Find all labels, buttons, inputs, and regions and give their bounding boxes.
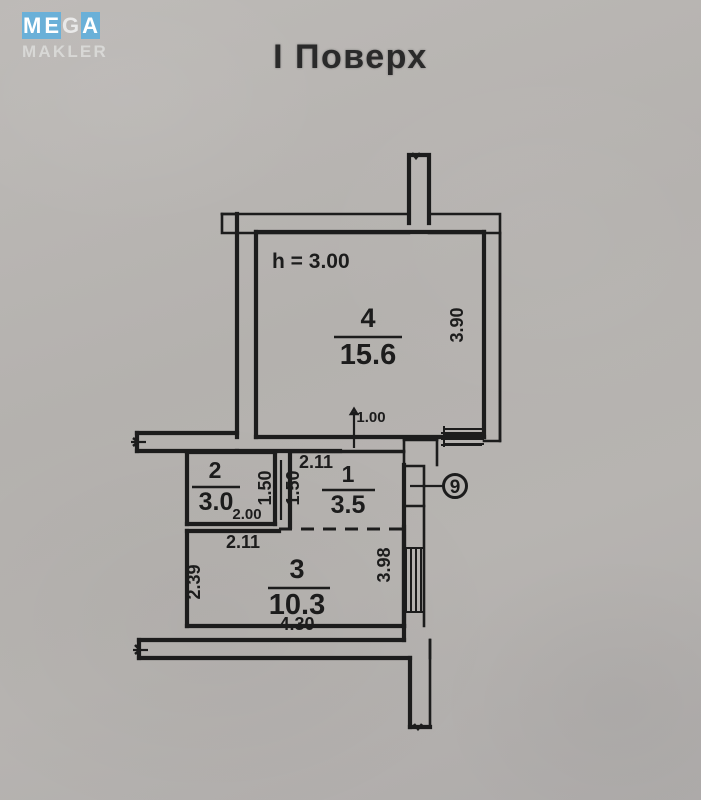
room-2-walls — [184, 449, 278, 527]
watermark-letter: M — [22, 12, 44, 39]
window-hatch-right-upper — [441, 432, 482, 446]
riser-marker-label: 9 — [450, 477, 461, 498]
dimension-room4-bottom: 1.00 — [356, 409, 385, 426]
dimension-room4-right: 3.90 — [447, 307, 467, 342]
room-4-number: 4 — [360, 303, 375, 333]
riser-marker-9: 9 — [410, 473, 468, 499]
room-2-area: 3.0 — [199, 488, 234, 516]
dimension-room3-left: 2.39 — [184, 564, 204, 599]
right-duct-boxes — [402, 464, 426, 529]
dimension-room2-bottom: 2.00 — [232, 506, 261, 523]
room-4-walls — [220, 211, 487, 440]
room-2-number: 2 — [209, 457, 222, 483]
ceiling-height-label: h = 3.00 — [272, 250, 350, 273]
window-hatch-balcony — [404, 547, 424, 613]
dimension-room1-top: 2.11 — [299, 452, 333, 472]
ventilation-shaft — [406, 152, 432, 226]
right-outer-offset-line — [428, 231, 502, 660]
dimension-corridor-right: 1.50 — [283, 470, 303, 505]
watermark-brand-bottom: MAKLER — [22, 42, 108, 61]
dimension-room3-top: 2.11 — [226, 532, 260, 552]
room-4-area: 15.6 — [340, 339, 396, 371]
dimension-balcony-right: 3.98 — [374, 547, 394, 582]
page-title: І Поверх — [273, 38, 428, 76]
room-1-area: 3.5 — [331, 491, 366, 519]
room-3-number: 3 — [289, 554, 304, 584]
balcony-structure: 3.98 — [374, 504, 426, 629]
dimension-corridor-left: 1.50 — [255, 470, 275, 505]
room-3-area: 10.3 — [269, 589, 325, 621]
watermark-letter: G — [62, 13, 81, 38]
bottom-right-extension — [407, 638, 433, 732]
bottom-dimension-band — [133, 623, 413, 661]
dimension-room3-bottom: 4.30 — [279, 614, 314, 634]
watermark-letter: E — [43, 12, 62, 39]
watermark-letter: A — [81, 12, 101, 39]
room-1-number: 1 — [342, 461, 355, 487]
